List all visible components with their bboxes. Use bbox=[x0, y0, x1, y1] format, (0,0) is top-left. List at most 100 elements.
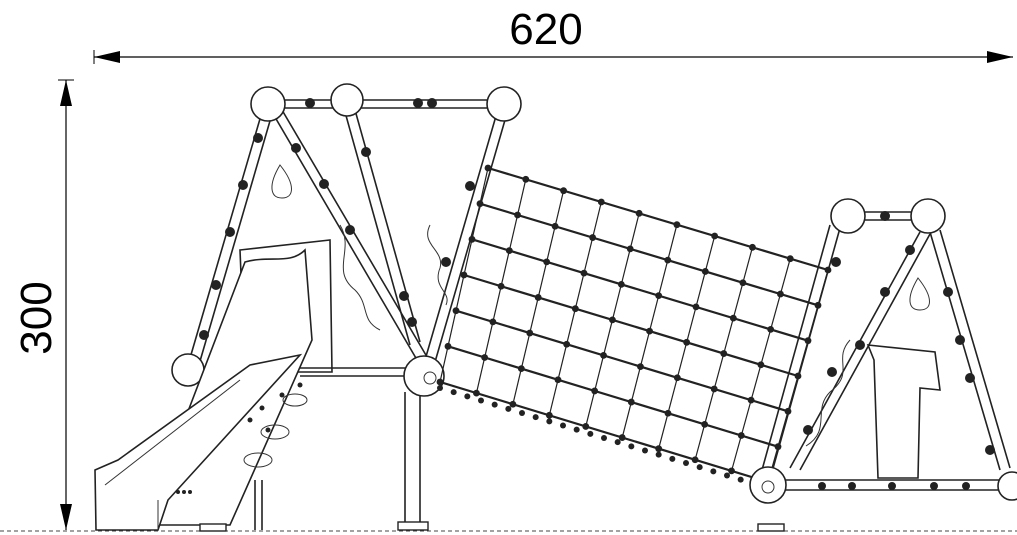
net-knot bbox=[777, 290, 784, 298]
slide bbox=[94, 239, 333, 531]
net-knot bbox=[505, 247, 513, 254]
net-knot bbox=[589, 234, 597, 241]
height-dimension: 300 bbox=[12, 79, 74, 530]
net-knot bbox=[587, 430, 594, 437]
net-knot bbox=[655, 445, 663, 453]
net-knot bbox=[573, 426, 580, 433]
net-knot bbox=[436, 378, 444, 386]
net-knot bbox=[546, 418, 553, 425]
net-knot bbox=[626, 245, 634, 253]
net-knot bbox=[728, 467, 735, 475]
net-knot bbox=[580, 269, 588, 277]
net-rope bbox=[455, 309, 789, 413]
top-ball bbox=[250, 86, 286, 122]
net-knot bbox=[710, 468, 717, 475]
net-knot bbox=[489, 318, 497, 326]
net-knot bbox=[601, 435, 607, 441]
center-post bbox=[300, 355, 445, 531]
net-knot bbox=[642, 447, 648, 454]
side-ball bbox=[997, 471, 1017, 501]
net-knot bbox=[637, 363, 644, 370]
net-knot bbox=[692, 303, 700, 311]
net-knot bbox=[444, 342, 452, 350]
net-knot bbox=[747, 396, 755, 404]
net-knot bbox=[720, 350, 728, 357]
net-knot bbox=[522, 175, 530, 183]
net-knot bbox=[563, 340, 571, 348]
net-knot bbox=[473, 389, 480, 397]
net-knot bbox=[655, 292, 663, 300]
net-knot bbox=[737, 476, 744, 483]
net-rope bbox=[463, 273, 799, 378]
top-ball bbox=[486, 86, 522, 122]
net-rope bbox=[439, 380, 769, 484]
net-knot bbox=[534, 294, 542, 301]
net-knot bbox=[464, 393, 471, 400]
net-knot bbox=[545, 411, 553, 419]
net-knot bbox=[701, 420, 709, 428]
climbing-net bbox=[436, 164, 832, 491]
net-knot bbox=[711, 232, 719, 240]
hub-ball bbox=[749, 466, 787, 504]
net-knot bbox=[591, 387, 599, 395]
net-knot bbox=[691, 456, 699, 464]
net-knot bbox=[739, 279, 747, 287]
net-rope bbox=[479, 202, 819, 307]
net-knot bbox=[664, 256, 672, 264]
net-knot bbox=[600, 352, 607, 359]
net-knot bbox=[614, 439, 621, 446]
net-knot bbox=[673, 374, 681, 382]
net-knot bbox=[737, 432, 745, 439]
net-knot bbox=[484, 164, 492, 172]
net-knot bbox=[526, 329, 534, 337]
net-knot bbox=[532, 414, 539, 421]
net-knot bbox=[468, 235, 476, 243]
right-tower bbox=[199, 198, 1017, 532]
net-knot bbox=[683, 338, 691, 346]
height-label: 300 bbox=[12, 281, 61, 354]
net-knot bbox=[627, 398, 635, 406]
net-knot bbox=[517, 365, 525, 373]
net-knot bbox=[582, 423, 590, 430]
net-knot bbox=[628, 443, 635, 450]
net-knot bbox=[635, 209, 643, 217]
net-knot bbox=[460, 271, 468, 279]
net-rope bbox=[471, 238, 809, 342]
net-knot bbox=[767, 326, 775, 333]
net-knot bbox=[618, 434, 626, 441]
net-knot bbox=[514, 211, 521, 219]
net-knot bbox=[560, 187, 567, 195]
net-knot bbox=[729, 314, 737, 322]
net-knot bbox=[505, 405, 512, 412]
net-knot bbox=[481, 354, 489, 361]
net-knot bbox=[786, 255, 794, 263]
top-ball bbox=[910, 198, 946, 234]
net-rope bbox=[487, 166, 829, 272]
net-knot bbox=[560, 422, 566, 429]
top-ball bbox=[330, 83, 364, 117]
net-knot bbox=[724, 472, 730, 479]
width-dimension: 620 bbox=[93, 5, 1013, 64]
net-knot bbox=[452, 307, 460, 315]
net-knot bbox=[554, 376, 562, 384]
left-tower bbox=[171, 83, 522, 387]
top-ball bbox=[830, 198, 866, 234]
net-knot bbox=[749, 243, 756, 251]
net-knot bbox=[673, 221, 681, 229]
net-knot bbox=[478, 397, 484, 404]
net-rope bbox=[447, 345, 779, 448]
net-knot bbox=[491, 401, 498, 408]
net-knot bbox=[669, 455, 676, 462]
net-knot bbox=[543, 258, 551, 266]
width-label: 620 bbox=[509, 5, 582, 54]
net-knot bbox=[551, 222, 559, 230]
net-knot bbox=[617, 280, 625, 288]
net-knot bbox=[664, 409, 672, 417]
net-knot bbox=[757, 361, 765, 369]
net-knot bbox=[683, 460, 689, 466]
net-knot bbox=[701, 268, 709, 275]
net-knot bbox=[609, 316, 616, 324]
net-knot bbox=[710, 385, 718, 393]
net-knot bbox=[509, 400, 517, 408]
